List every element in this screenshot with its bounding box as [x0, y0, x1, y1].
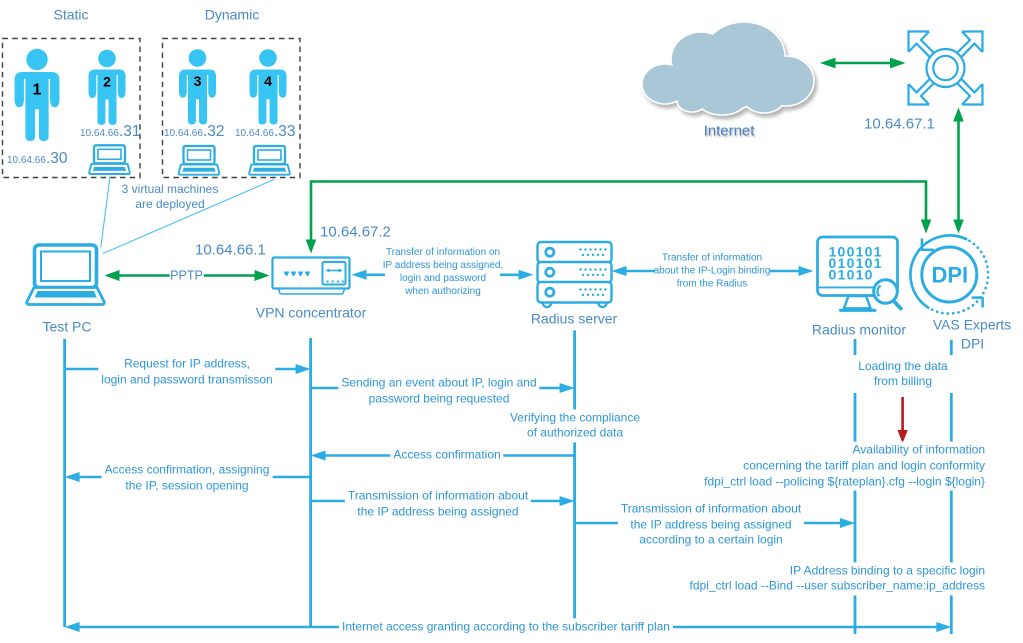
svg-text:010101: 010101: [829, 255, 883, 271]
svg-text:01010: 01010: [829, 267, 874, 283]
svg-text:4: 4: [264, 73, 272, 89]
svg-text:100101: 100101: [829, 243, 883, 259]
svg-text:2: 2: [103, 74, 111, 90]
svg-text:1: 1: [33, 82, 42, 99]
svg-text:3: 3: [194, 73, 202, 89]
svg-text:DPI: DPI: [931, 263, 968, 288]
